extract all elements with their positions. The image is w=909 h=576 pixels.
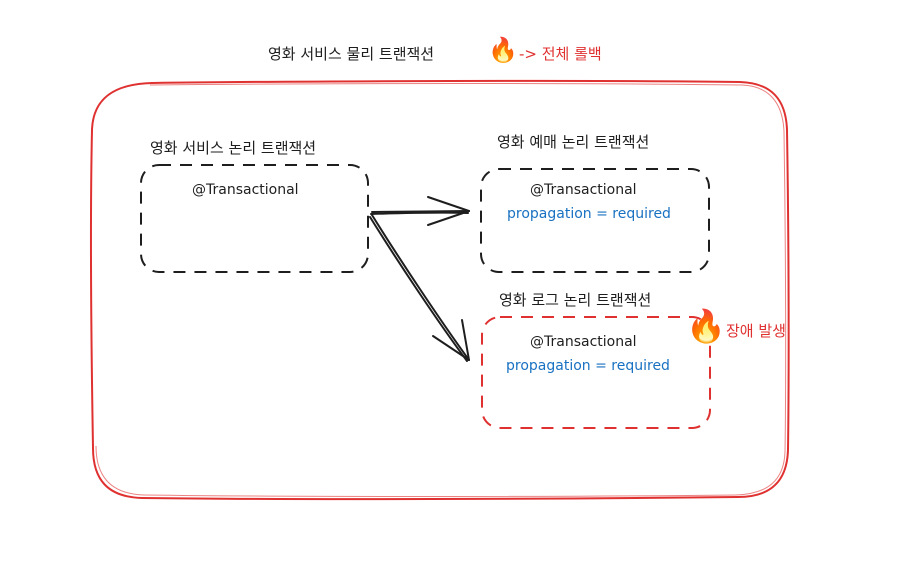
log-box-annotation: @Transactional	[530, 334, 637, 350]
service-box-annotation: @Transactional	[192, 182, 299, 198]
arrow-to-reservation	[370, 196, 470, 226]
fire-icon: 🔥	[686, 307, 726, 345]
log-box-propagation: propagation = required	[506, 358, 670, 374]
fire-icon: 🔥	[488, 36, 518, 64]
log-box-border	[481, 316, 711, 429]
reservation-box-propagation: propagation = required	[507, 206, 671, 222]
arrow-to-log	[369, 214, 470, 362]
physical-transaction-border	[89, 79, 790, 501]
service-box-border	[140, 164, 369, 273]
physical-transaction-border-sketch	[95, 83, 787, 497]
reservation-box-border	[480, 168, 710, 273]
service-box-title: 영화 서비스 논리 트랜잭션	[150, 139, 317, 157]
physical-transaction-title: 영화 서비스 물리 트랜잭션	[268, 45, 435, 63]
error-label: 장애 발생	[726, 322, 786, 340]
log-box-title: 영화 로그 논리 트랜잭션	[499, 291, 652, 309]
reservation-box-annotation: @Transactional	[530, 182, 637, 198]
reservation-box-title: 영화 예매 논리 트랜잭션	[497, 133, 650, 151]
rollback-label: -> 전체 롤백	[519, 45, 602, 63]
